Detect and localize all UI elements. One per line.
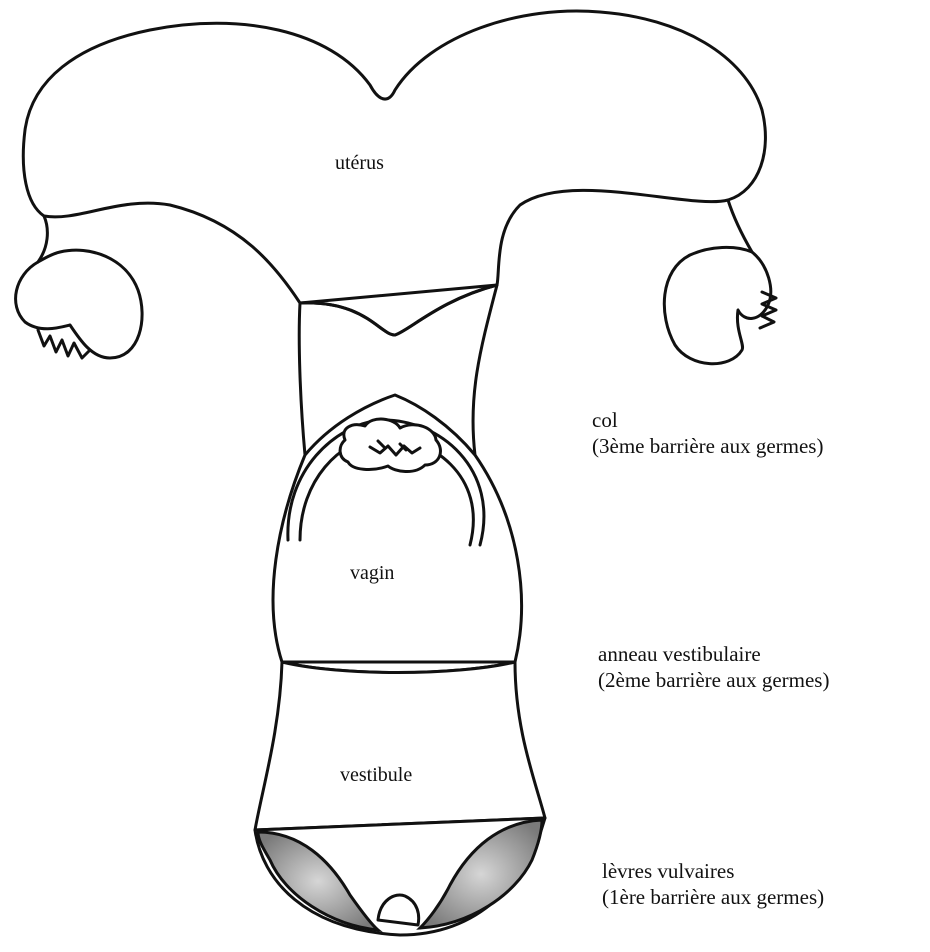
label-vestibular-ring-barrier: (2ème barrière aux germes) xyxy=(598,667,829,693)
label-vulvar-lips-name: lèvres vulvaires xyxy=(602,858,824,884)
label-vestibular-ring: anneau vestibulaire (2ème barrière aux g… xyxy=(598,641,829,693)
label-uterus: utérus xyxy=(335,150,384,176)
label-cervix-barrier: (3ème barrière aux germes) xyxy=(592,433,823,459)
label-vestibule: vestibule xyxy=(340,762,412,788)
right-fimbriae xyxy=(760,292,776,328)
label-cervix: col (3ème barrière aux germes) xyxy=(592,407,823,459)
label-cervix-name: col xyxy=(592,407,823,433)
uterus-outline xyxy=(23,11,765,303)
right-oviduct xyxy=(728,200,752,252)
left-ovary xyxy=(16,250,143,358)
label-vagina: vagin xyxy=(350,560,394,586)
right-ovary xyxy=(664,247,770,363)
cervical-os xyxy=(340,419,440,472)
left-oviduct xyxy=(38,216,47,262)
label-vulvar-lips-barrier: (1ère barrière aux germes) xyxy=(602,884,824,910)
label-vestibular-ring-name: anneau vestibulaire xyxy=(598,641,829,667)
label-vulvar-lips: lèvres vulvaires (1ère barrière aux germ… xyxy=(602,858,824,910)
vestibule-outline xyxy=(255,662,545,830)
